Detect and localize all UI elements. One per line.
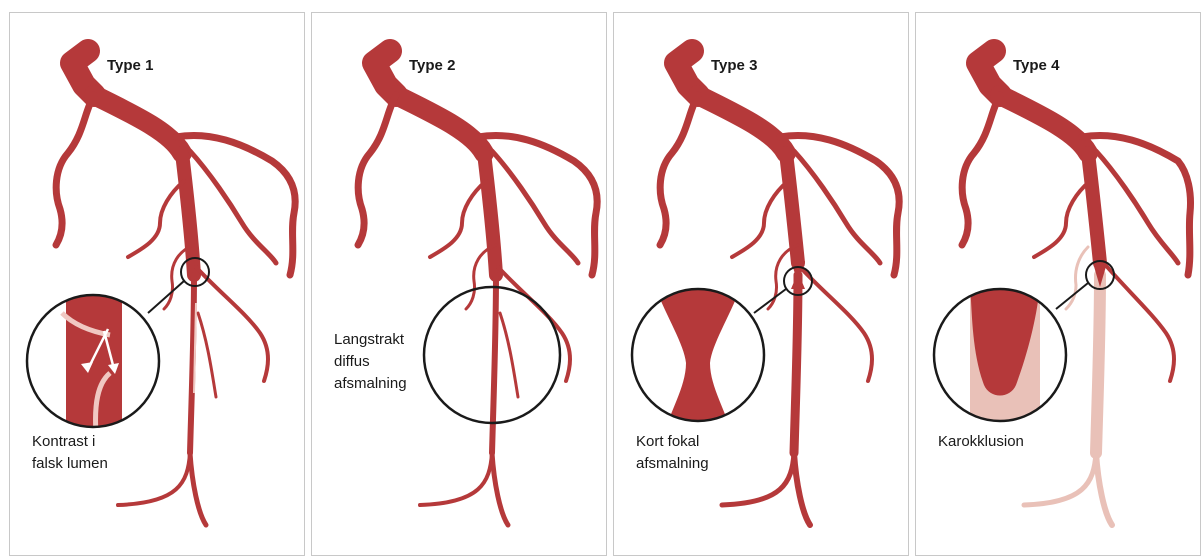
panel-label: Langstrakt diffus afsmalning (334, 329, 407, 395)
artery-diagram-type-2 (312, 13, 607, 556)
panel-label: Kontrast i falsk lumen (32, 431, 108, 475)
panel-title: Type 3 (711, 57, 757, 74)
connector-line (1056, 283, 1088, 309)
panel-type-4: Type 4 Karokklusion (915, 12, 1201, 556)
panel-title: Type 1 (107, 57, 153, 74)
focal-stenosis (791, 261, 805, 289)
panel-title: Type 2 (409, 57, 455, 74)
magnified-view (970, 283, 1040, 433)
panel-type-2: Type 2 Langstrakt diffus afsmalning (311, 12, 607, 556)
magnified-view (654, 283, 742, 433)
magnified-view (62, 293, 122, 433)
panel-type-1: Type 1 Kontrast i falsk lumen (9, 12, 305, 556)
artery-diagram-type-4 (916, 13, 1201, 556)
panel-label: Kort fokal afsmalning (636, 431, 709, 475)
panel-label: Karokklusion (938, 431, 1024, 453)
panel-title: Type 4 (1013, 57, 1059, 74)
panel-type-3: Type 3 Kort fokal afsmalning (613, 12, 909, 556)
connector-line (754, 289, 786, 313)
